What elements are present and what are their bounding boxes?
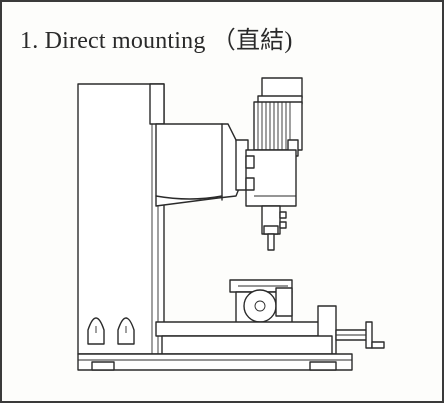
- base-slot-left: [91, 361, 115, 371]
- table-saddle: [161, 335, 333, 355]
- housing-side-tab-top: [245, 155, 255, 169]
- column-foot-arch-left: [87, 317, 105, 345]
- base-slot-right: [309, 361, 337, 371]
- machine-base: [77, 353, 353, 371]
- motor-top-cap: [261, 77, 303, 99]
- housing-side-tab-bottom: [245, 177, 255, 191]
- vise-wheel-inner: [254, 300, 266, 312]
- vise-wheel: [243, 289, 277, 323]
- column-top-cap: [149, 83, 165, 125]
- motor-fins: [257, 102, 291, 150]
- vise-jaw: [275, 287, 293, 317]
- overarm-lower-curve: [155, 195, 223, 200]
- column-foot-arch-right: [117, 317, 135, 345]
- spindle-knob-top: [279, 211, 287, 219]
- machine-column: [77, 83, 165, 355]
- spindle-collar: [263, 225, 279, 235]
- handwheel-rim: [365, 321, 373, 349]
- overarm-housing: [155, 123, 241, 207]
- figure-caption: 1. Direct mounting （直結): [20, 28, 293, 54]
- spindle-knob-bottom: [279, 221, 287, 229]
- handwheel-handle: [371, 341, 385, 349]
- cutting-tool: [267, 233, 275, 251]
- work-table: [155, 321, 333, 337]
